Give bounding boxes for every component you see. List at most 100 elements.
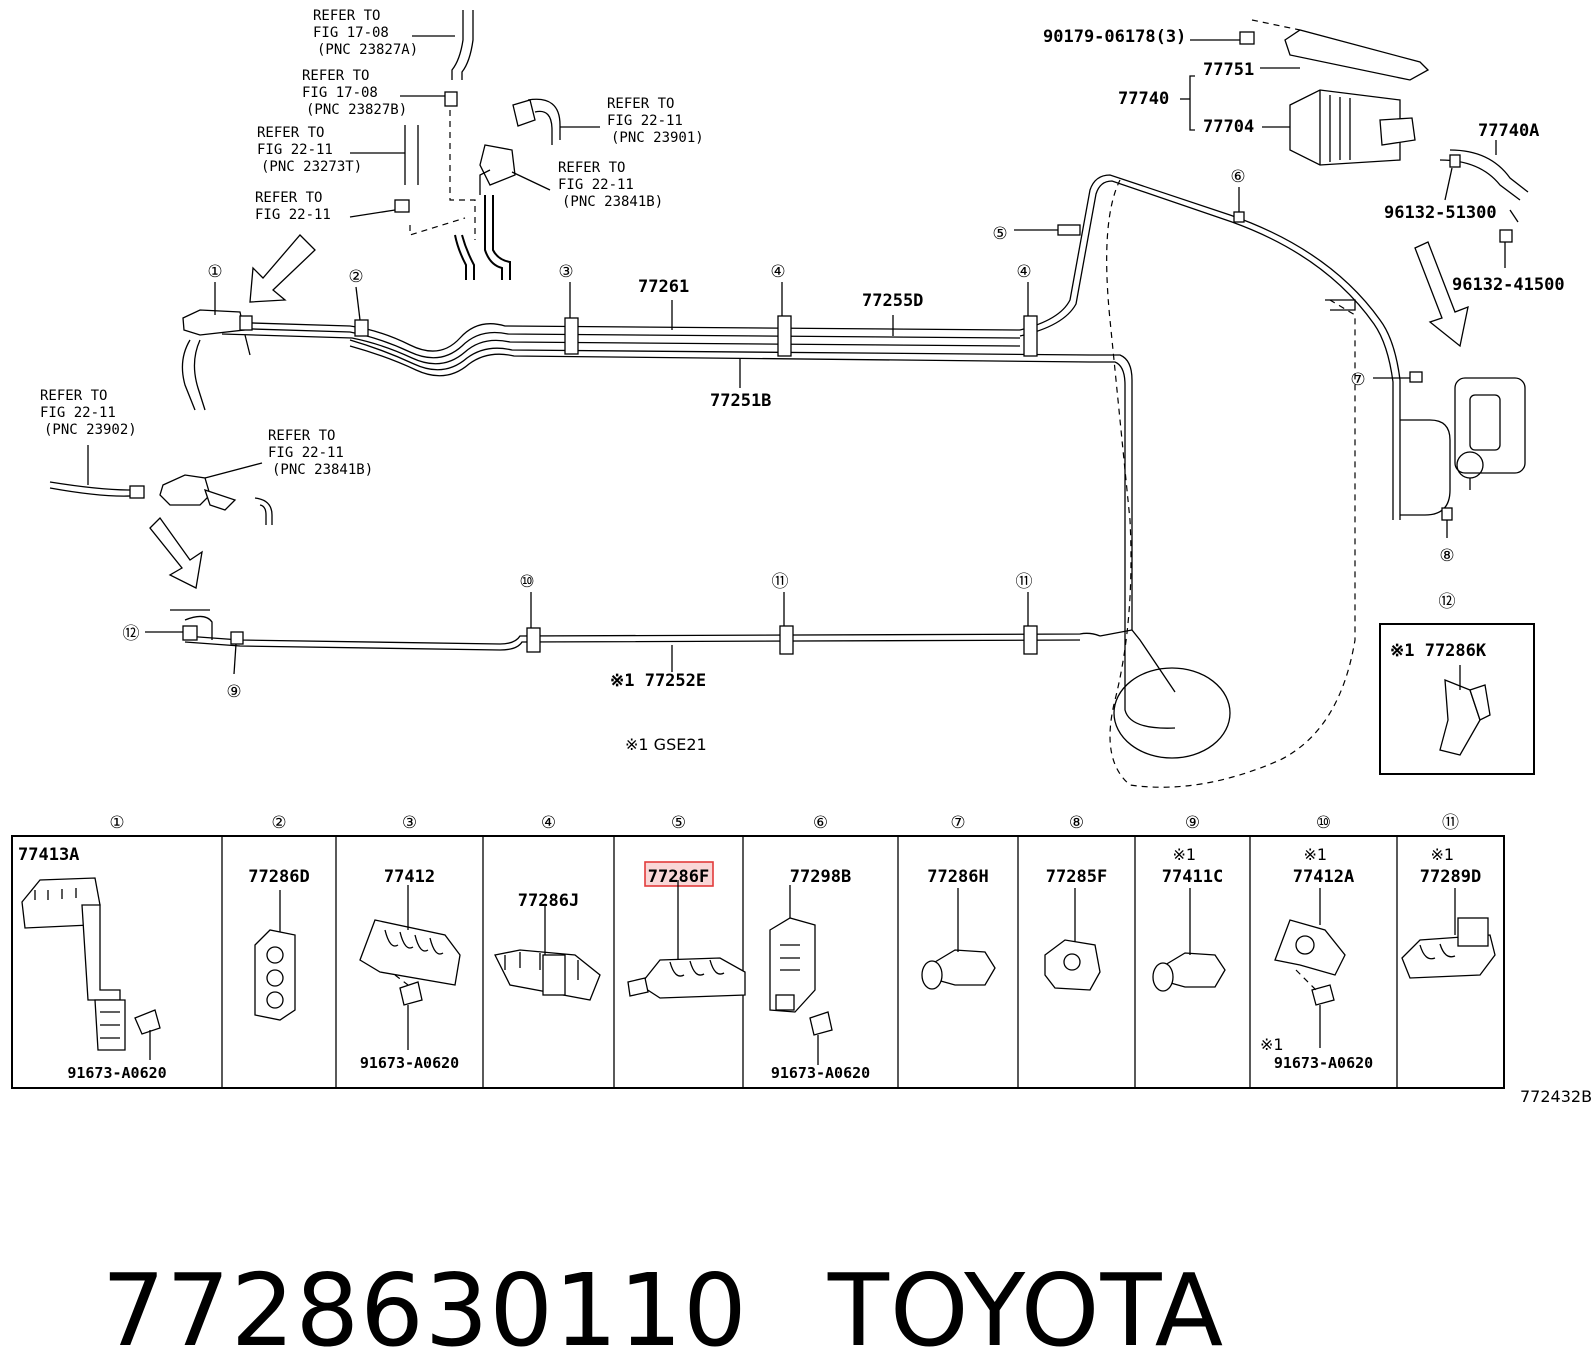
callout-marker: ⑫ bbox=[1439, 592, 1456, 612]
part-label: 77704 bbox=[1203, 117, 1254, 137]
table-cell-mark: ※1 bbox=[1304, 845, 1328, 864]
svg-text:③: ③ bbox=[558, 262, 573, 282]
table-header: ⑥ bbox=[813, 813, 828, 833]
svg-text:⑨: ⑨ bbox=[226, 682, 241, 702]
table-header: ⑪ bbox=[1442, 813, 1459, 833]
svg-text:⑪: ⑪ bbox=[1016, 572, 1033, 592]
callout-marker: ② bbox=[348, 267, 363, 287]
callout-marker: ⑦ bbox=[1350, 370, 1365, 390]
table-cell-part: 77286H bbox=[927, 867, 988, 887]
table-cell-part: 77412A bbox=[1293, 867, 1354, 887]
svg-text:⑦: ⑦ bbox=[1350, 370, 1365, 390]
table-cell-part: 77298B bbox=[790, 867, 851, 887]
svg-text:⑫: ⑫ bbox=[123, 624, 140, 644]
table-cell-part: 77286F bbox=[648, 867, 709, 887]
svg-text:②: ② bbox=[348, 267, 363, 287]
callout-marker: ① bbox=[207, 262, 222, 282]
part-sketch-77298B bbox=[769, 885, 833, 1065]
part-labels: 77261 77255D 77251B ※1 77252E ※1 GSE21 90179-… bbox=[610, 27, 1565, 754]
part-label: 77751 bbox=[1203, 60, 1254, 80]
svg-text:⑥: ⑥ bbox=[1230, 167, 1245, 187]
table-header: ⑤ bbox=[671, 813, 686, 833]
table-cell-part: 77413A bbox=[18, 845, 79, 865]
table-header: ⑧ bbox=[1069, 813, 1084, 833]
callout-marker: ⑩ bbox=[519, 572, 534, 592]
part-label: ※1 GSE21 bbox=[625, 735, 707, 754]
part-label: 90179-06178(3) bbox=[1043, 27, 1186, 47]
callout-marker: ④ bbox=[1016, 262, 1031, 282]
callout-marker: ⑪ bbox=[772, 572, 789, 592]
callout-marker: ⑧ bbox=[1439, 546, 1454, 566]
table-cell-part: 77412 bbox=[384, 867, 435, 887]
part-sketch-77289D bbox=[1401, 888, 1496, 979]
table-header: ⑩ bbox=[1316, 813, 1331, 833]
table-header: ⑦ bbox=[950, 813, 965, 833]
part-sketch-77412A bbox=[1274, 888, 1346, 1048]
table-cell-part: 77286D bbox=[248, 867, 309, 887]
part-label: 77740A bbox=[1478, 121, 1539, 141]
part-label: ※1 77286K bbox=[1390, 641, 1487, 661]
part-sketch-77286F bbox=[627, 880, 746, 999]
svg-text:①: ① bbox=[207, 262, 222, 282]
table-header: ② bbox=[271, 813, 286, 833]
table-header: ③ bbox=[402, 813, 417, 833]
table-header: ④ bbox=[541, 813, 556, 833]
table-cell-mark: ※1 bbox=[1431, 845, 1455, 864]
callout-marker: ⑨ bbox=[226, 682, 241, 702]
part-label: 96132-41500 bbox=[1452, 275, 1565, 295]
part-sketch-77285F bbox=[1044, 888, 1101, 991]
part-sketch-77286D bbox=[254, 890, 296, 1021]
svg-text:⑤: ⑤ bbox=[992, 224, 1007, 244]
svg-text:⑧: ⑧ bbox=[1439, 546, 1454, 566]
table-cell-bolt: 91673-A0620 bbox=[67, 1064, 166, 1082]
part-label: 77255D bbox=[862, 291, 923, 311]
table-cell-bolt: 91673-A0620 bbox=[771, 1064, 870, 1082]
table-cell-bolt: 91673-A0620 bbox=[360, 1054, 459, 1072]
leader-lines bbox=[87, 35, 1506, 675]
svg-text:⑩: ⑩ bbox=[519, 572, 534, 592]
svg-text:⑫: ⑫ bbox=[1439, 592, 1456, 612]
table-cell-part: 77411C bbox=[1162, 867, 1223, 887]
table-header: ⑨ bbox=[1185, 813, 1200, 833]
part-label: 96132-51300 bbox=[1384, 203, 1497, 223]
table-cell-part: 77286J bbox=[518, 891, 579, 911]
part-sketch-77412 bbox=[359, 885, 461, 1050]
part-sketch-77286J bbox=[494, 905, 601, 1001]
part-label: 77251B bbox=[710, 391, 771, 411]
highlighted-part-box bbox=[644, 861, 714, 887]
callout-marker: ⑤ bbox=[992, 224, 1007, 244]
table-cell-bolt-mark: ※1 bbox=[1260, 1035, 1284, 1054]
table-cell-part: 77285F bbox=[1046, 867, 1107, 887]
part-label: 77740 bbox=[1118, 89, 1169, 109]
table-cell-part: 77289D bbox=[1420, 867, 1481, 887]
svg-text:④: ④ bbox=[770, 262, 785, 282]
table-cell-bolt: 91673-A0620 bbox=[1274, 1054, 1373, 1072]
svg-text:⑪: ⑪ bbox=[772, 572, 789, 592]
figure-code: 772432B bbox=[1520, 1087, 1592, 1106]
callout-marker: ③ bbox=[558, 262, 573, 282]
callout-marker: ⑪ bbox=[1016, 572, 1033, 592]
part-label: ※1 77252E bbox=[610, 671, 706, 691]
part-label: 77261 bbox=[638, 277, 689, 297]
footer-brand: TOYOTA bbox=[827, 1252, 1225, 1369]
footer-part-number: 7728630110 bbox=[101, 1252, 748, 1369]
part-sketch-77286H bbox=[921, 888, 996, 990]
callout-marker: ④ bbox=[770, 262, 785, 282]
table-cell-mark: ※1 bbox=[1173, 845, 1197, 864]
part-sketch-77411C bbox=[1152, 888, 1226, 992]
fuel-line-routing bbox=[49, 10, 1535, 788]
svg-text:④: ④ bbox=[1016, 262, 1031, 282]
callout-marker: ⑫ bbox=[123, 624, 140, 644]
